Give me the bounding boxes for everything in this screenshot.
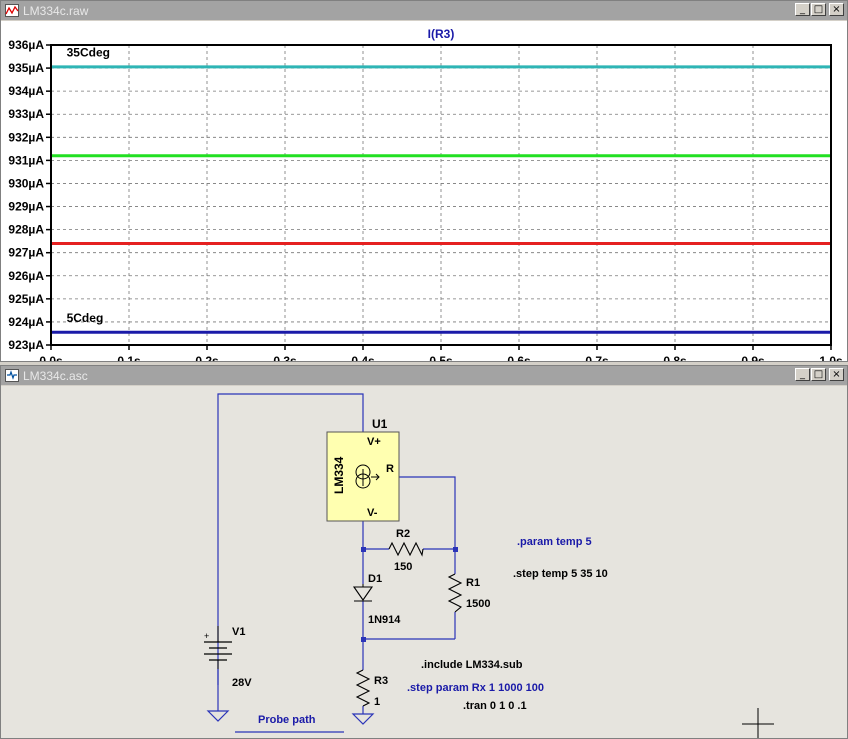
d1-value: 1N914 (368, 614, 401, 626)
plot-annotations: 35Cdeg 5Cdeg (67, 46, 110, 325)
r3-value: 1 (374, 696, 380, 708)
junctions (361, 547, 458, 642)
x-axis-ticks: 0.0s 0.1s 0.2s 0.3s 0.4s 0.5s 0.6s 0.7s 0.8s 0.9s… (39, 345, 843, 361)
x-tick-label: 0.3s (273, 354, 297, 361)
waveform-plot[interactable]: I(R3) 923µA 924µA 925µA 926µA 927µA 928µA 929µ… (1, 21, 847, 361)
maximize-button[interactable]: □ (811, 368, 826, 381)
y-tick-label: 931µA (8, 153, 44, 167)
u1-pin-vplus: V+ (367, 436, 381, 448)
y-tick-label: 933µA (8, 107, 44, 121)
x-tick-label: 0.7s (585, 354, 609, 361)
v1-ref: V1 (232, 626, 245, 638)
x-tick-label: 0.8s (663, 354, 687, 361)
x-tick-label: 0.5s (429, 354, 453, 361)
series-annotation: 35Cdeg (67, 46, 110, 60)
step-temp-directive[interactable]: .step temp 5 35 10 (513, 568, 608, 580)
y-tick-label: 936µA (8, 38, 44, 52)
schematic-window-titlebar[interactable]: LM334c.asc _ □ × (1, 366, 847, 385)
minimize-button[interactable]: _ (795, 368, 810, 381)
wires (217, 393, 456, 714)
d1-diode[interactable]: D1 1N914 (352, 573, 401, 626)
r1-value: 1500 (466, 598, 490, 610)
plot-series (51, 65, 831, 334)
v1-polarity: + (204, 631, 209, 641)
d1-ref: D1 (368, 573, 382, 585)
maximize-button[interactable]: □ (811, 3, 826, 16)
v1-source[interactable]: + V1 28V (204, 626, 252, 689)
trace-title[interactable]: I(R3) (428, 27, 455, 41)
x-tick-label: 0.4s (351, 354, 375, 361)
tran-directive[interactable]: .tran 0 1 0 .1 (463, 700, 527, 712)
include-directive[interactable]: .include LM334.sub (421, 659, 523, 671)
waveform-icon (5, 4, 19, 17)
x-tick-label: 1.0s (819, 354, 843, 361)
x-tick-label: 0.9s (741, 354, 765, 361)
series-annotation: 5Cdeg (67, 311, 104, 325)
close-button[interactable]: × (829, 368, 844, 381)
y-tick-label: 930µA (8, 176, 44, 190)
schematic-window[interactable]: LM334c.asc _ □ × (0, 365, 848, 739)
step-param-directive[interactable]: .step param Rx 1 1000 100 (407, 682, 544, 694)
plot-window-titlebar[interactable]: LM334c.raw _ □ × (1, 1, 847, 20)
x-tick-label: 0.0s (39, 354, 63, 361)
v1-value: 28V (232, 677, 252, 689)
u1-pin-r: R (386, 463, 394, 475)
y-tick-label: 926µA (8, 269, 44, 283)
y-tick-label: 929µA (8, 200, 44, 214)
schematic-icon (5, 369, 19, 382)
u1-pin-vminus: V- (367, 507, 378, 519)
schematic-canvas[interactable]: U1 V+ R V- LM334 R2 150 R1 1500 (1, 386, 847, 738)
param-directive[interactable]: .param temp 5 (517, 536, 592, 548)
r3-ref: R3 (374, 675, 388, 687)
ground-icon (206, 710, 230, 722)
r2-resistor[interactable]: R2 150 (388, 528, 424, 573)
y-tick-label: 927µA (8, 246, 44, 260)
y-tick-label: 932µA (8, 130, 44, 144)
r2-value: 150 (394, 561, 412, 573)
minimize-button[interactable]: _ (795, 3, 810, 16)
crosshair-cursor-icon (742, 708, 774, 738)
r1-resistor[interactable]: R1 1500 (447, 573, 490, 613)
y-tick-label: 923µA (8, 338, 44, 352)
y-tick-label: 934µA (8, 84, 44, 98)
y-axis-ticks: 923µA 924µA 925µA 926µA 927µA 928µA 929µA 930µA… (8, 38, 51, 352)
plot-window-title: LM334c.raw (23, 3, 89, 18)
x-tick-label: 0.1s (117, 354, 141, 361)
r1-ref: R1 (466, 577, 480, 589)
u1-part: LM334 (332, 456, 346, 494)
u1-lm334[interactable]: U1 V+ R V- LM334 (326, 417, 400, 522)
r3-resistor[interactable]: R3 1 (355, 669, 388, 708)
u1-ref: U1 (372, 417, 388, 431)
x-tick-label: 0.6s (507, 354, 531, 361)
y-tick-label: 935µA (8, 61, 44, 75)
r2-ref: R2 (396, 528, 410, 540)
y-tick-label: 924µA (8, 315, 44, 329)
y-tick-label: 928µA (8, 223, 44, 237)
close-button[interactable]: × (829, 3, 844, 16)
plot-grid (51, 45, 831, 345)
schematic-window-title: LM334c.asc (23, 368, 88, 383)
x-tick-label: 0.2s (195, 354, 219, 361)
y-tick-label: 925µA (8, 292, 44, 306)
probe-path-label[interactable]: Probe path (258, 714, 316, 726)
ground-icon (351, 713, 375, 725)
